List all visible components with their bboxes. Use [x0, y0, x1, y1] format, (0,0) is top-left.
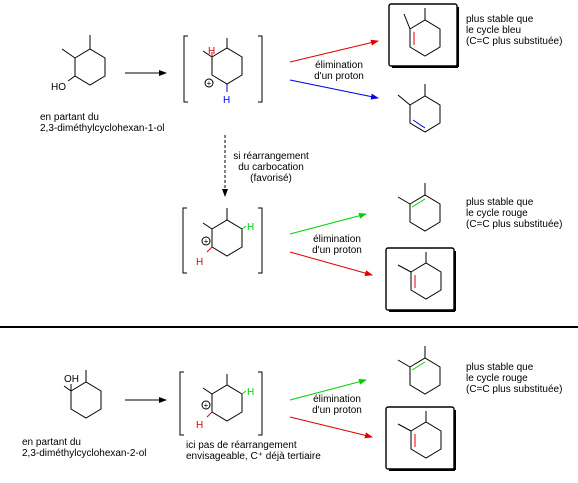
product-box-1: [388, 3, 459, 68]
label-line: le cycle bleu: [466, 25, 522, 36]
label-line: (C=C plus substituée): [466, 219, 563, 230]
elimination-label-bottom: élimination d'un proton: [302, 394, 372, 416]
carbocation-2: [201, 208, 247, 257]
label-line: envisageable, C⁺ déjà tertiaire: [186, 451, 321, 462]
stability-note-bottom: plus stable que le cycle rouge (C=C plus…: [466, 362, 562, 395]
product-alkene-5: [397, 346, 441, 395]
label-line: plus stable que: [466, 14, 534, 25]
label-line: (C=C plus substituée): [466, 36, 563, 47]
start-label-top: en partant du 2,3-diméthylcyclohexan-1-o…: [40, 112, 165, 134]
elimination-arrow-red: [289, 39, 379, 63]
no-rearrangement-note: ici pas de réarrangement envisageable, C…: [186, 440, 321, 462]
product-alkene-6: [397, 411, 442, 459]
stability-note-top: plus stable que le cycle bleu (C=C plus …: [466, 14, 562, 47]
product-box-2: [385, 247, 456, 312]
product-alkene-3: [397, 183, 441, 232]
label-line: d'un proton: [314, 71, 364, 82]
molecule-start-alcohol-1: [61, 35, 106, 86]
label-line: 2,3-diméthylcyclohexan-1-ol: [40, 123, 165, 134]
label-line: (favorisé): [250, 173, 292, 184]
carbocation-2-brackets: [182, 207, 263, 274]
proton-h-blue: H: [223, 95, 230, 106]
carbocation-1: [202, 38, 243, 92]
label-line: en partant du: [40, 112, 99, 123]
hydroxyl-label: HO: [51, 82, 66, 93]
label-line: ici pas de réarrangement: [186, 440, 297, 451]
label-line: plus stable que: [466, 197, 534, 208]
elimination-arrow-blue: [289, 79, 379, 100]
label-line: en partant du: [22, 437, 81, 448]
product-alkene-4: [397, 252, 442, 300]
product-box-3: [385, 406, 456, 471]
carbocation-3: [201, 374, 247, 422]
stability-note-mid: plus stable que le cycle rouge (C=C plus…: [466, 197, 562, 230]
label-line: 2,3-diméthylcyclohexan-2-ol: [22, 448, 147, 459]
elimination-arrow-red: [289, 416, 373, 439]
label-line: élimination: [313, 394, 361, 405]
product-alkene-1: [403, 8, 441, 57]
rearrangement-label: si réarrangement du carbocation (favoris…: [226, 151, 316, 184]
carbocation-charge: +: [204, 401, 209, 410]
carbocation-charge: +: [204, 237, 209, 246]
proton-h-red: H: [208, 46, 215, 57]
label-line: le cycle rouge: [466, 373, 528, 384]
hydroxyl-label: OH: [64, 374, 79, 385]
label-line: d'un proton: [312, 405, 362, 416]
proton-h-green: H: [247, 387, 254, 398]
elimination-arrow-red: [289, 251, 373, 276]
carbocation-3-brackets: [179, 371, 263, 436]
elimination-label-top: élimination d'un proton: [304, 60, 374, 82]
carbocation-charge: +: [207, 79, 212, 88]
elimination-label-mid: élimination d'un proton: [302, 234, 372, 256]
proton-h-red: H: [196, 257, 203, 268]
label-line: du carbocation: [238, 162, 304, 173]
proton-h-green: H: [247, 222, 254, 233]
elimination-arrow-green: [289, 212, 367, 235]
label-line: élimination: [315, 60, 363, 71]
label-line: élimination: [313, 234, 361, 245]
label-line: plus stable que: [466, 362, 534, 373]
label-line: si réarrangement: [233, 151, 309, 162]
carbocation-1-brackets: [183, 35, 263, 103]
label-line: d'un proton: [312, 245, 362, 256]
label-line: (C=C plus substituée): [466, 384, 563, 395]
elimination-arrow-green: [289, 378, 367, 401]
molecule-start-alcohol-2: [63, 370, 102, 419]
product-alkene-2: [397, 84, 441, 133]
label-line: le cycle rouge: [466, 208, 528, 219]
start-label-bottom: en partant du 2,3-diméthylcyclohexan-2-o…: [22, 437, 147, 459]
proton-h-red: H: [196, 420, 203, 431]
